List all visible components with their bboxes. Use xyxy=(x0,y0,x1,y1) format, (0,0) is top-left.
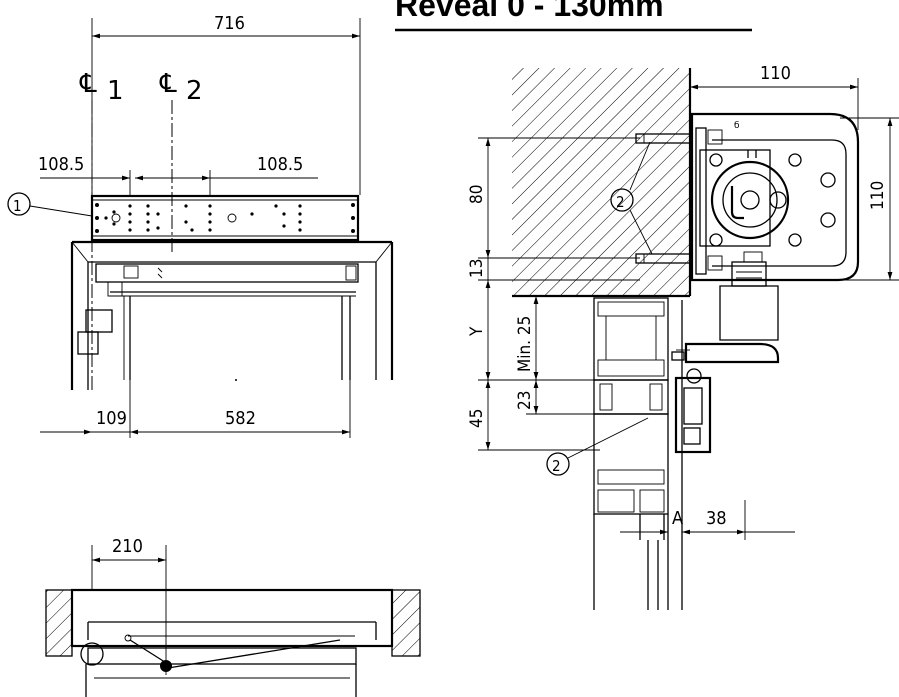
centerline-2-label: 2 xyxy=(186,76,203,106)
svg-text:2: 2 xyxy=(616,193,625,211)
front-view: 716 ℄ 1 ℄ 2 108.5 108.5 1 xyxy=(7,13,394,438)
callout-1-circle xyxy=(7,192,31,216)
dim-716: 716 xyxy=(214,13,245,34)
callout-2-upper xyxy=(610,188,634,212)
callout-2-lower xyxy=(546,452,570,476)
dim-582: 582 xyxy=(225,408,256,429)
drawing-title: Reveal 0 - 130mm xyxy=(395,0,664,23)
dim-110-width: 110 xyxy=(760,63,791,84)
dim-108-5-right: 108.5 xyxy=(257,154,303,175)
dim-13: 13 xyxy=(467,259,487,278)
closer-housing: б xyxy=(690,112,860,282)
dim-108-5-left: 108.5 xyxy=(38,154,84,175)
dim-min-25: Min. 25 xyxy=(515,316,535,372)
plan-view: 210 xyxy=(45,536,421,697)
dim-210: 210 xyxy=(112,536,143,557)
door-frame xyxy=(70,240,394,390)
callout-1-number: 1 xyxy=(13,197,22,215)
svg-text:2: 2 xyxy=(552,457,561,475)
wall-section xyxy=(512,68,690,296)
dim-110-height: 110 xyxy=(868,181,888,210)
closer-body xyxy=(95,263,359,283)
dim-y: Y xyxy=(467,326,487,337)
svg-text:б: б xyxy=(734,121,740,131)
dim-80: 80 xyxy=(467,185,487,204)
dim-45: 45 xyxy=(467,409,487,428)
section-view: 110 110 80 13 Y 45 Min. 25 23 2 xyxy=(467,63,899,610)
dim-23: 23 xyxy=(515,391,535,410)
door-profile xyxy=(593,297,683,610)
dim-109: 109 xyxy=(96,408,127,429)
centerline-2-symbol: ℄ 2 xyxy=(159,69,203,106)
centerline-1-symbol: ℄ 1 xyxy=(79,69,124,106)
dim-38: 38 xyxy=(706,508,727,529)
svg-text:℄: ℄ xyxy=(159,69,177,99)
arm-assembly xyxy=(671,261,780,454)
centerline-1-label: 1 xyxy=(107,76,124,106)
title-block: Reveal 0 - 130mm xyxy=(395,0,752,32)
svg-text:℄: ℄ xyxy=(79,69,97,99)
mounting-holes xyxy=(95,203,355,233)
mounting-plate xyxy=(90,194,360,242)
dim-a: A xyxy=(672,508,683,529)
